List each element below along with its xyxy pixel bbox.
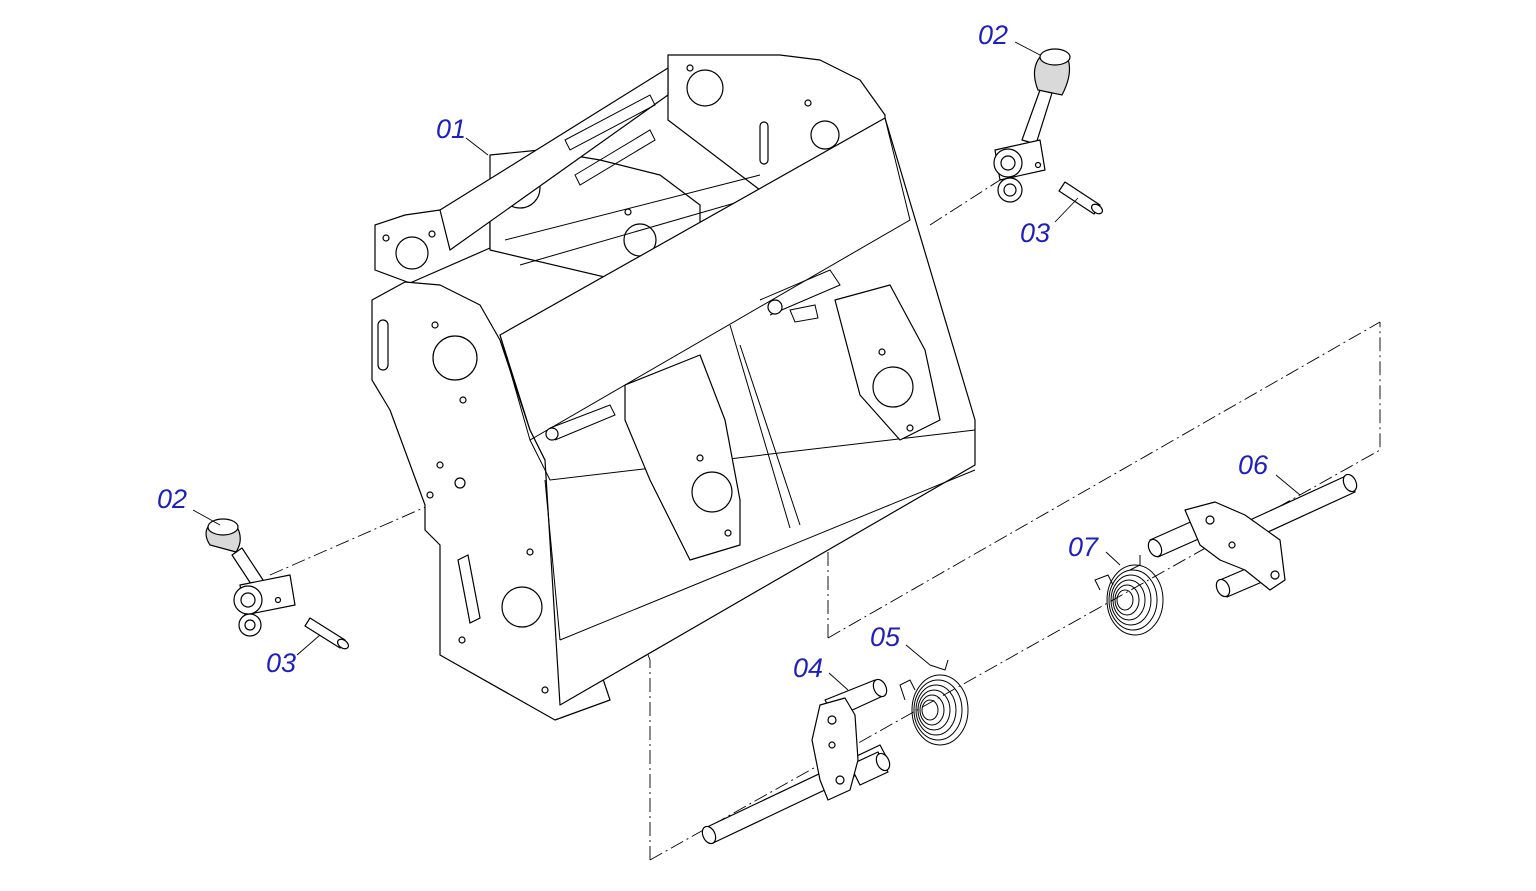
callout-03-left: 03 (266, 648, 297, 678)
shaft-bracket-part-06 (1147, 473, 1358, 598)
lever-handle-part-02-right (993, 48, 1071, 203)
callout-05: 05 (870, 622, 901, 652)
callout-04: 04 (793, 653, 824, 683)
main-frame-part-01 (371, 54, 976, 721)
torsion-spring-part-05 (899, 659, 969, 746)
shaft-bracket-part-04 (701, 678, 891, 845)
pin-part-03-left (304, 617, 350, 650)
callout-07: 07 (1068, 532, 1099, 562)
callout-03-right: 03 (1020, 218, 1051, 248)
callout-02-right: 02 (978, 20, 1009, 50)
callout-leader-lines (192, 41, 1301, 691)
callout-06: 06 (1238, 450, 1269, 480)
lever-handle-part-02-left (205, 518, 296, 637)
torsion-spring-part-07 (1094, 555, 1164, 636)
pin-part-03-right (1058, 181, 1104, 215)
callout-01: 01 (436, 114, 467, 144)
callout-02-left: 02 (157, 484, 188, 514)
